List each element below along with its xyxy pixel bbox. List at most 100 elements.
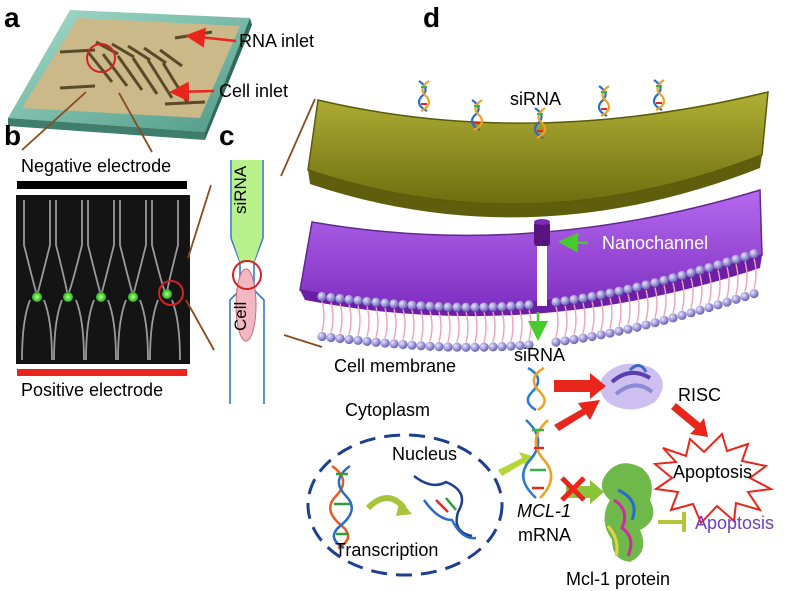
lipid-tail [357,305,361,336]
lipid-head [605,328,615,338]
lipid-head [623,284,633,294]
lipid-head [623,324,633,334]
lipid-head [470,342,480,352]
lipid-tail [528,309,532,341]
lipid-tail [420,310,424,341]
negative-electrode-bar [17,181,187,189]
lipid-tail [501,311,505,342]
zoom-line-right [118,92,153,153]
lipid-tail [753,258,757,289]
lipid-head [704,262,714,273]
lipid-head [497,341,507,352]
lipid-tail [348,304,352,335]
lipid-tail [384,307,388,339]
mcl1-protein-icon [601,463,654,562]
lipid-tail [510,310,514,342]
lipid-head [461,342,471,352]
pathway-arrows [498,373,708,476]
nanochannel-arrow [558,232,589,253]
sirna-to-risc-icon [526,366,546,412]
lipid-head [605,288,615,298]
mcl1-gene-label: MCL-1 [517,501,572,521]
rna-inlet-arrow [185,27,237,48]
lipid-tail [438,311,442,342]
top-plate [307,91,769,218]
lipid-head [641,280,651,290]
mrna-strand-icon [522,419,553,499]
lipid-head [380,338,390,348]
lipid-head [659,275,669,285]
lipid-tail [519,310,523,341]
lipid-head [731,254,741,264]
lipid-head [362,296,372,306]
sirna-helix-icon [652,79,666,111]
lipid-head [524,300,534,310]
lipid-head [488,342,498,352]
lipid-head [578,333,588,343]
positive-electrode-label: Positive electrode [21,380,164,400]
lipid-head [713,300,723,310]
lipid-head [569,334,579,345]
panel-b-micrograph [16,181,215,376]
lipid-head [398,299,408,310]
lipid-head [740,251,750,262]
sirna-molecules [417,79,666,139]
risc-label: RISC [678,385,722,405]
dna-unwinding-icon [413,475,477,540]
lipid-head [434,342,444,352]
lipid-head [551,297,561,307]
lipid-tail [618,295,622,327]
lipid-head [497,301,507,312]
lipid-head [686,268,696,278]
lipid-tail [483,311,487,343]
sirna-vertical-label: siRNA [231,165,250,214]
lipid-tail [375,307,379,338]
lipid-head [389,299,399,309]
dna-helix-icon [329,464,353,550]
channel-zoom-circle [232,260,262,290]
lipid-head [506,341,516,351]
lipid-head [371,337,381,347]
blocked-translation-icon [560,476,604,504]
lipid-tail [555,306,559,338]
lipid-tail [321,301,325,332]
lipid-head [407,340,417,350]
lipid-head [641,320,651,330]
panel-label-c: c [219,120,235,151]
lipid-head [731,294,741,304]
lipid-head [389,339,399,349]
cell-membrane-label: Cell membrane [334,356,457,376]
lipid-tail [465,312,469,343]
lipid-tail [339,303,343,334]
lipid-head [326,332,336,343]
lipid-head [443,302,453,312]
lipid-head [506,301,516,311]
apoptosis-burst-icon [652,432,775,525]
lipid-head [695,265,705,275]
lipid-tail [429,311,433,342]
lipid-tail [744,261,748,292]
sirna-top-label: siRNA [510,89,562,109]
lipid-head [335,333,345,344]
lipid-head [407,300,417,310]
transcription-label: Transcription [335,540,439,560]
lipid-tail [366,306,370,337]
nucleus-outline [306,433,504,577]
lipid-head [704,302,714,313]
lipid-tail [726,266,730,298]
lipid-head [362,336,372,346]
cell-vertical-label: Cell [231,301,250,331]
nanochannel-pore [534,219,550,306]
lipid-tail [717,269,721,301]
lipid-tail [447,311,451,343]
sirna-channel-fill [232,160,262,238]
channel-outlines-icon [21,200,181,361]
lipid-tail [564,305,568,336]
lipid-head [353,295,363,306]
lipid-head [326,292,336,303]
lipid-tail [690,277,694,309]
lipid-head [479,302,489,312]
lipid-head [416,301,426,311]
lipid-head [740,291,750,302]
